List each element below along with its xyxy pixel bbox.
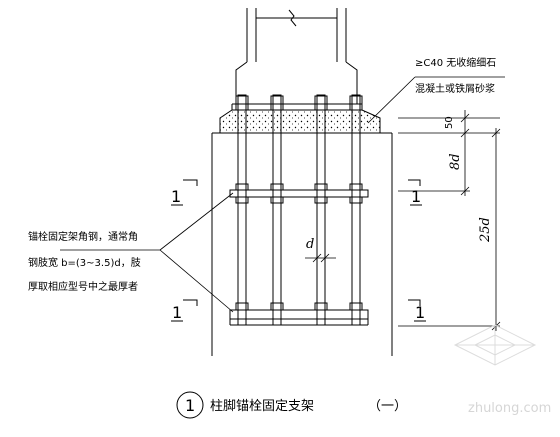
watermark-text: zhulong.com bbox=[468, 401, 551, 416]
title-suffix: （一） bbox=[368, 399, 407, 414]
angle-note-line-1: 锚栓固定架角钢，通常角 bbox=[28, 230, 138, 243]
grout-note-line-1: ≥C40 无收缩细石 bbox=[415, 56, 496, 69]
drawing-title: 1 柱脚锚栓固定支架 （一） bbox=[176, 391, 407, 419]
section-mark-right-upper: 1 bbox=[411, 187, 421, 206]
section-mark-left-upper: 1 bbox=[171, 187, 181, 206]
upper-angle-frame bbox=[229, 183, 369, 204]
title-number: 1 bbox=[185, 396, 195, 415]
grout-note-leader bbox=[367, 76, 505, 124]
bolt-spacing-dimension bbox=[305, 253, 336, 263]
dim-upper: 8d bbox=[448, 153, 463, 170]
dimension-chain bbox=[398, 110, 501, 331]
lower-angle-frame bbox=[229, 302, 369, 326]
dim-spacing: d bbox=[306, 237, 314, 252]
watermark-logo bbox=[453, 324, 537, 366]
section-mark-left-lower: 1 bbox=[172, 303, 182, 322]
dim-total: 25d bbox=[478, 217, 493, 243]
grout-note-line-2: 混凝土或铁屑砂浆 bbox=[415, 82, 495, 95]
watermark: zhulong.com bbox=[453, 324, 551, 416]
title-text: 柱脚锚栓固定支架 bbox=[210, 398, 314, 414]
grout-layer bbox=[219, 109, 381, 134]
dim-top: 50 bbox=[444, 116, 455, 129]
concrete-pedestal bbox=[211, 132, 393, 356]
section-mark-right-lower: 1 bbox=[415, 303, 425, 322]
angle-note-line-2: 钢肢宽 b=(3~3.5)d，肢 bbox=[28, 256, 141, 269]
angle-note-leaders bbox=[60, 192, 234, 313]
angle-note-line-3: 厚取相应型号中之最厚者 bbox=[28, 280, 138, 293]
section-cut-marks bbox=[171, 179, 426, 322]
column-base-stiffeners bbox=[231, 61, 363, 111]
title-number-circle bbox=[176, 391, 204, 419]
steel-column bbox=[246, 8, 347, 62]
